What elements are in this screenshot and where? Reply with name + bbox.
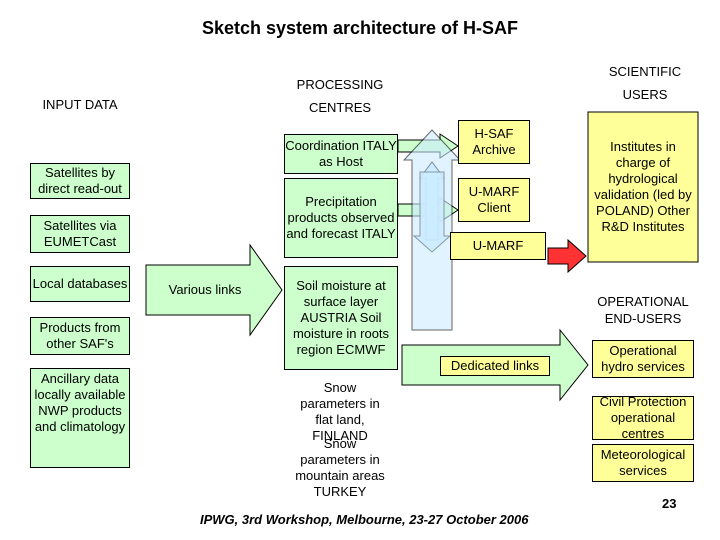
operational-hydro-services: Operational hydro services (592, 340, 694, 378)
scientific-header: SCIENTIFIC (608, 64, 682, 79)
processing-header-line1: PROCESSING (296, 77, 384, 92)
scientific-users-text: Institutes in charge of hydrological val… (594, 139, 692, 234)
page-title: Sketch system architecture of H-SAF (201, 18, 519, 38)
footer-text: IPWG, 3rd Workshop, Melbourne, 23-27 Oct… (200, 512, 529, 527)
centre-snow-flat: Snow parameters in flat land, FINLAND (300, 380, 380, 443)
input-satellites-direct: Satellites by direct read-out (30, 163, 130, 199)
centre-coordination: Coordination ITALY as Host (284, 134, 398, 174)
users-header: USERS (622, 87, 668, 102)
page-number: 23 (662, 496, 677, 511)
processing-header-line2: CENTRES (308, 100, 372, 115)
hsaf-archive-box: H-SAF Archive (458, 120, 530, 164)
umarf-to-users-arrow (547, 238, 587, 274)
umarf-client-box: U-MARF Client (458, 178, 530, 222)
various-links-arrow (145, 243, 283, 337)
input-other-safs: Products from other SAF's (30, 317, 130, 355)
input-local-databases: Local databases (30, 266, 130, 302)
dedicated-up-arrow (402, 129, 462, 331)
dedicated-links-label: Dedicated links (440, 356, 550, 376)
meteorological-services: Meteorological services (592, 444, 694, 482)
various-links-label: Various links (168, 282, 242, 297)
centre-precipitation: Precipitation products observed and fore… (284, 178, 398, 258)
scientific-users-box (587, 111, 699, 263)
operational-header: OPERATIONAL END-USERS (597, 294, 689, 326)
input-satellites-eumetcast: Satellites via EUMETCast (30, 215, 130, 253)
input-ancillary-data: Ancillary data locally available NWP pro… (30, 368, 130, 468)
umarf-box: U-MARF (450, 232, 546, 260)
input-data-header: INPUT DATA (42, 97, 118, 112)
centre-soil-moisture: Soil moisture at surface layer AUSTRIA S… (284, 266, 398, 370)
centre-snow-mountain: Snow parameters in mountain areas TURKEY (295, 436, 385, 499)
civil-protection: Civil Protection operational centres (592, 394, 694, 441)
